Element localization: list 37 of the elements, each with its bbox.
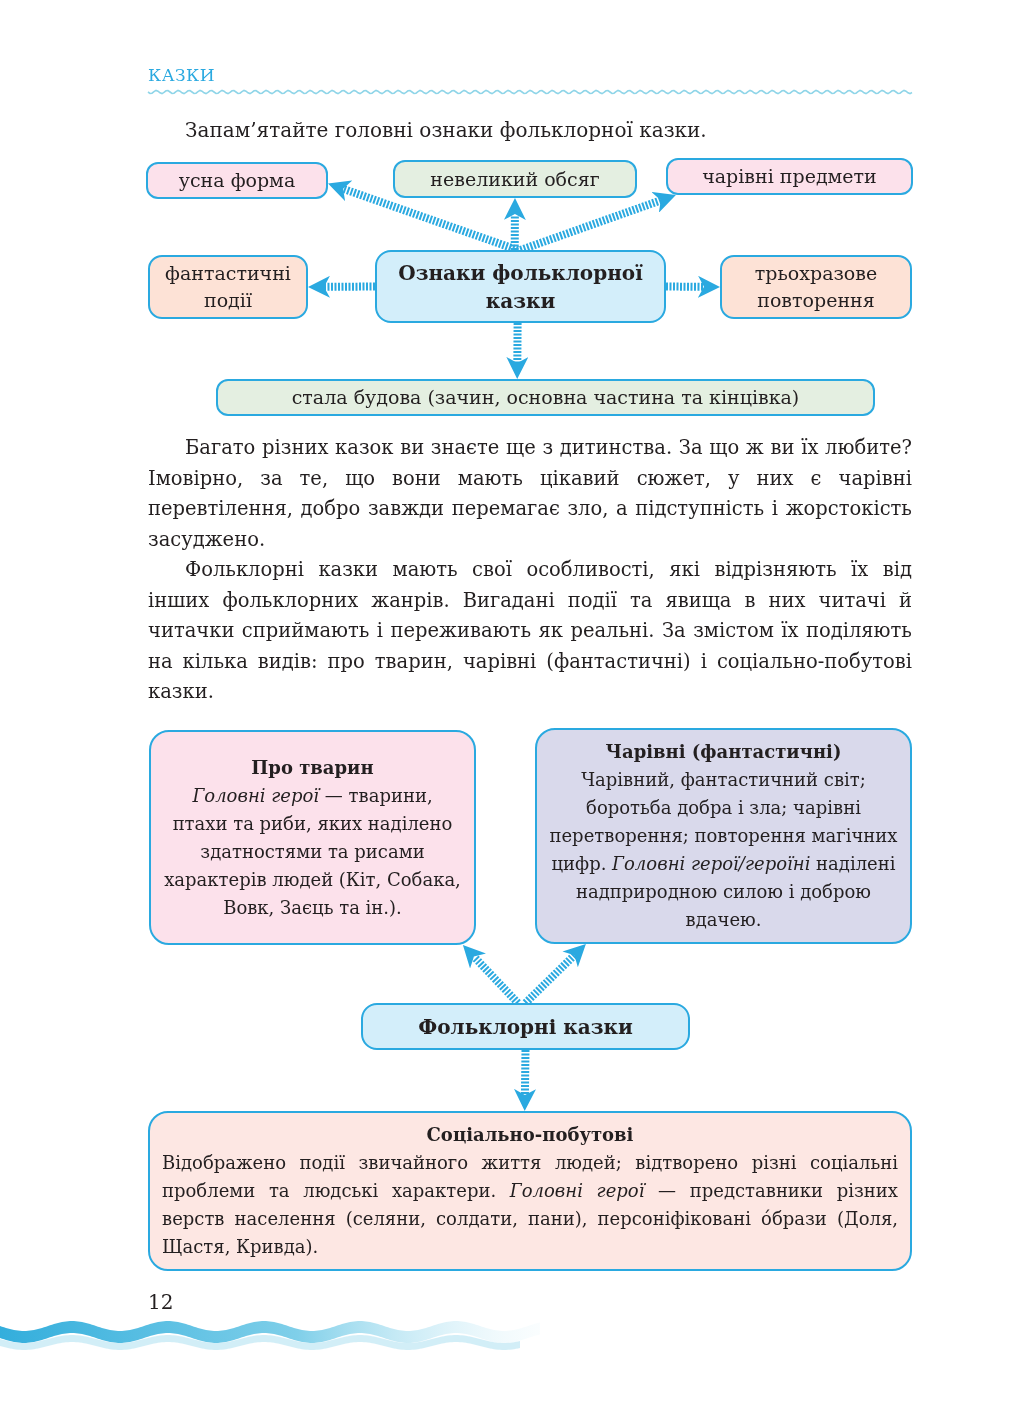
box-label: Ознаки фольклорної казки [397, 259, 644, 315]
arrow [460, 942, 521, 1006]
arrow [307, 275, 376, 298]
arrow [514, 1049, 536, 1112]
feature-box [148, 255, 308, 319]
feature-box [216, 379, 875, 416]
running-header: КАЗКИ [148, 64, 216, 86]
box-label: невеликий обсяг [429, 166, 601, 192]
arrow [522, 941, 589, 1006]
box-text: Головні герої — тварини, птахи та риби, яких наділено здатностями та рисами характерів людей (Кіт, Собака, Вовк, Заєць та ін.). [163, 783, 462, 920]
feature-box [393, 160, 637, 198]
category-card [148, 1111, 912, 1271]
page-number: 12 [148, 1290, 174, 1314]
feature-box [720, 255, 912, 319]
central-box [375, 250, 666, 323]
box-label: чарівні предмети [701, 164, 878, 189]
box-text: Відображено події звичайного життя людей; відтворено різні соціальні проблеми та людські характери. Головні герої — представники різних верств населення (селяни, солдати, пани), персоніфіковані о́брази (Доля, Щастя, Кривда). [162, 1151, 898, 1259]
arrow [503, 197, 526, 251]
category-card [535, 728, 912, 944]
box-label: стала будова (зачин, основна частина та кінцівка) [290, 385, 801, 410]
category-card [149, 730, 476, 945]
box-heading: Про тварин [250, 755, 375, 780]
box-heading: Чарівні (фантастичні) [604, 740, 843, 764]
central-box [361, 1003, 690, 1050]
box-heading: Соціально-побутові [425, 1123, 635, 1147]
box-label: фантастичні події [164, 261, 292, 313]
box-text: Чарівний, фантастичний світ; боротьба добра і зла; чарівні перетворення; повторення магічних цифр. Головні герої/героїні наділені надприродною силою і доброю вдачею. [549, 768, 898, 932]
arrow [665, 275, 721, 298]
box-label: трьохразове повторення [753, 261, 879, 313]
feature-box [666, 158, 913, 195]
body-paragraph: Багато різних казок ви знаєте ще з дитинства. За що ж ви їх любите? Імовірно, за те, що вони мають цікавий сюжет, у них є чарівні перевтілення, добро завжди перемагає зло, а підступність і жорстокість засуджено. [148, 435, 912, 553]
box-label: усна форма [177, 168, 297, 193]
box-label: Фольклорні казки [417, 1013, 634, 1041]
arrow [506, 322, 529, 380]
feature-box [146, 162, 328, 199]
body-paragraph: Фольклорні казки мають свої особливості, які відрізняють їх від інших фольклорних жанрів. Вигадані події та явища в них читачі й читачки сприймають і переживають як реальні. За змістом їх поділяють на кілька видів: про тварин, чарівні (фантастичні) і соціально-побутові казки. [148, 557, 912, 705]
instruction-text: Запам’ятайте головні ознаки фольклорної казки. [185, 117, 707, 144]
